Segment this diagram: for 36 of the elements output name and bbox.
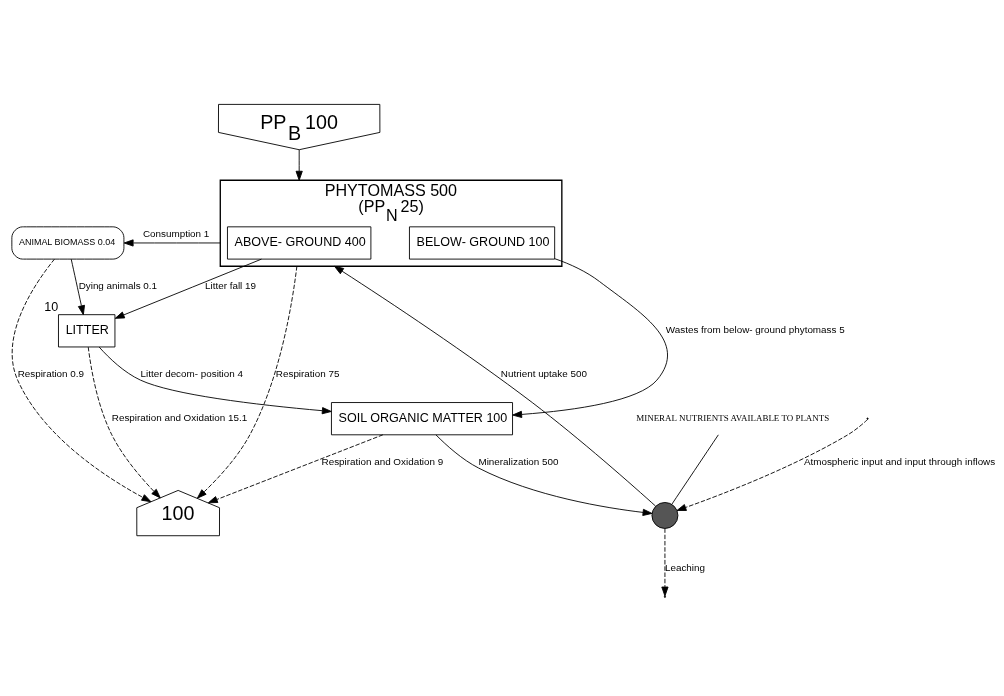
connector — [671, 433, 719, 505]
edge-label: Respiration 75 — [275, 367, 340, 379]
edge-label: Mineralization 500 — [478, 455, 559, 467]
arrow — [70, 258, 85, 315]
node-circle — [651, 501, 679, 529]
edge-label: Litter decom- position 4 — [140, 367, 243, 379]
edge-label: Dying animals 0.1 — [78, 279, 158, 291]
node-label: 10 — [44, 299, 59, 314]
arrow — [207, 433, 384, 503]
edge-label: Wastes from below- ground phytomass 5 — [665, 323, 845, 335]
arrow — [87, 346, 161, 498]
edge-label: Leaching — [664, 561, 705, 573]
arrow — [435, 433, 653, 516]
arrow — [676, 418, 868, 511]
arrow — [661, 527, 669, 596]
edge-label: Respiration 0.9 — [17, 367, 85, 379]
arrow — [114, 258, 262, 319]
node-box: SOIL ORGANIC MATTER 100 — [331, 401, 513, 435]
node-text: MINERAL NUTRIENTS AVAILABLE TO PLANTS — [636, 412, 830, 423]
node-box: ANIMAL BIOMASS 0.04 — [11, 225, 125, 260]
arrow — [196, 265, 298, 499]
arrow — [512, 257, 668, 418]
arrow — [11, 258, 152, 502]
arrow — [123, 238, 221, 247]
edge-label: Litter fall 19 — [205, 279, 257, 291]
edge-label: Nutrient uptake 500 — [500, 367, 587, 379]
arrow — [334, 265, 656, 506]
edge-label: Atmospheric input and input through inflows — [803, 455, 996, 467]
edge-label: Respiration and Oxidation 9 — [321, 455, 444, 467]
arrow — [98, 346, 332, 414]
arrow — [295, 149, 303, 181]
edge-label: Consumption 1 — [142, 227, 210, 239]
edge-label: Respiration and Oxidation 15.1 — [111, 411, 248, 423]
node-box: ABOVE- GROUND 400 — [227, 225, 372, 260]
node-box: LITTER — [58, 313, 116, 347]
node-box: BELOW- GROUND 100 — [409, 225, 556, 260]
